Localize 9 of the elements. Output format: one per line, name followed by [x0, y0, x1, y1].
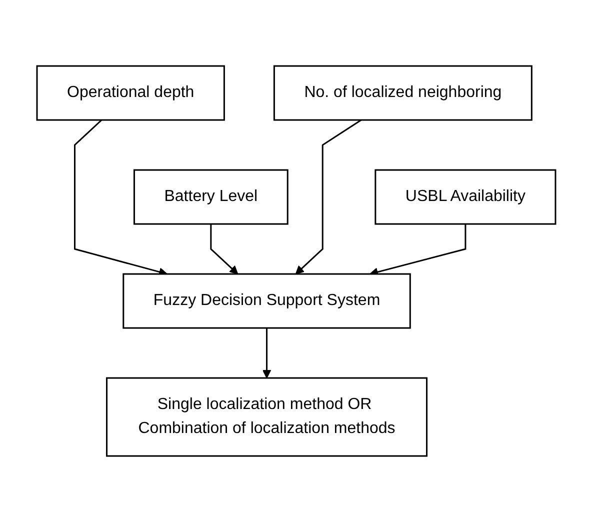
node-box: Single localization method OR Combination of localization methods [106, 376, 428, 456]
arrow [296, 118, 362, 274]
arrow [262, 328, 272, 378]
node-box: Operational depth [36, 64, 226, 120]
node-box: Fuzzy Decision Support System [122, 272, 412, 328]
node-box: Battery Level [134, 168, 289, 224]
node-box: No. of localized neighboring [274, 64, 533, 120]
node-box: USBL Availability [374, 168, 556, 224]
arrow [210, 224, 238, 274]
